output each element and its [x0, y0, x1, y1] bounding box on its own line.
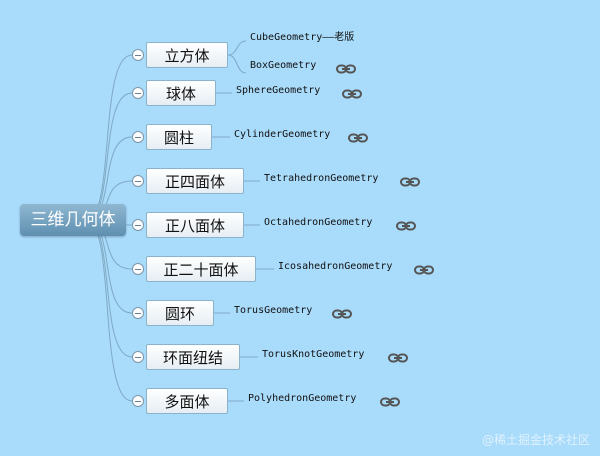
leaf-node[interactable]: CubeGeometry——老版 — [250, 32, 355, 43]
branch-node[interactable]: 圆环 — [146, 300, 214, 326]
branch-node[interactable]: 正八面体 — [146, 212, 244, 238]
leaf-connector — [227, 54, 247, 74]
hyperlink-icon[interactable] — [400, 176, 420, 188]
hyperlink-icon[interactable] — [388, 352, 408, 364]
collapse-toggle-icon[interactable] — [132, 175, 144, 187]
collapse-toggle-icon[interactable] — [132, 395, 144, 407]
branch-node[interactable]: 正四面体 — [146, 168, 244, 194]
hyperlink-icon[interactable] — [336, 63, 356, 75]
collapse-toggle-icon[interactable] — [132, 87, 144, 99]
leaf-node[interactable]: BoxGeometry — [250, 60, 317, 71]
root-node[interactable]: 三维几何体 — [20, 204, 126, 236]
leaf-node[interactable]: SphereGeometry — [236, 85, 321, 96]
hyperlink-icon[interactable] — [348, 132, 368, 144]
leaf-node[interactable]: OctahedronGeometry — [264, 217, 373, 228]
hyperlink-icon[interactable] — [332, 308, 352, 320]
collapse-toggle-icon[interactable] — [132, 263, 144, 275]
hyperlink-icon[interactable] — [414, 264, 434, 276]
leaf-node[interactable]: TetrahedronGeometry — [264, 173, 379, 184]
leaf-node[interactable]: PolyhedronGeometry — [248, 393, 357, 404]
watermark: @稀土掘金技术社区 — [481, 433, 590, 447]
branch-connector — [85, 219, 133, 402]
branch-node[interactable]: 多面体 — [146, 388, 228, 414]
hyperlink-icon[interactable] — [396, 220, 416, 232]
leaf-node[interactable]: CylinderGeometry — [234, 129, 331, 140]
branch-node[interactable]: 立方体 — [146, 42, 228, 68]
collapse-toggle-icon[interactable] — [132, 49, 144, 61]
branch-node[interactable]: 圆柱 — [146, 124, 212, 150]
leaf-node[interactable]: TorusKnotGeometry — [262, 349, 365, 360]
branch-node[interactable]: 正二十面体 — [146, 256, 256, 282]
branch-connector — [85, 92, 133, 221]
branch-connector — [85, 219, 133, 358]
leaf-node[interactable]: TorusGeometry — [234, 305, 313, 316]
branch-connector — [85, 54, 133, 221]
collapse-toggle-icon[interactable] — [132, 307, 144, 319]
collapse-toggle-icon[interactable] — [132, 219, 144, 231]
hyperlink-icon[interactable] — [342, 88, 362, 100]
branch-node[interactable]: 环面纽结 — [146, 344, 240, 370]
leaf-connector — [227, 40, 247, 56]
collapse-toggle-icon[interactable] — [132, 131, 144, 143]
branch-node[interactable]: 球体 — [146, 80, 216, 106]
leaf-node[interactable]: IcosahedronGeometry — [278, 261, 393, 272]
hyperlink-icon[interactable] — [380, 396, 400, 408]
collapse-toggle-icon[interactable] — [132, 351, 144, 363]
